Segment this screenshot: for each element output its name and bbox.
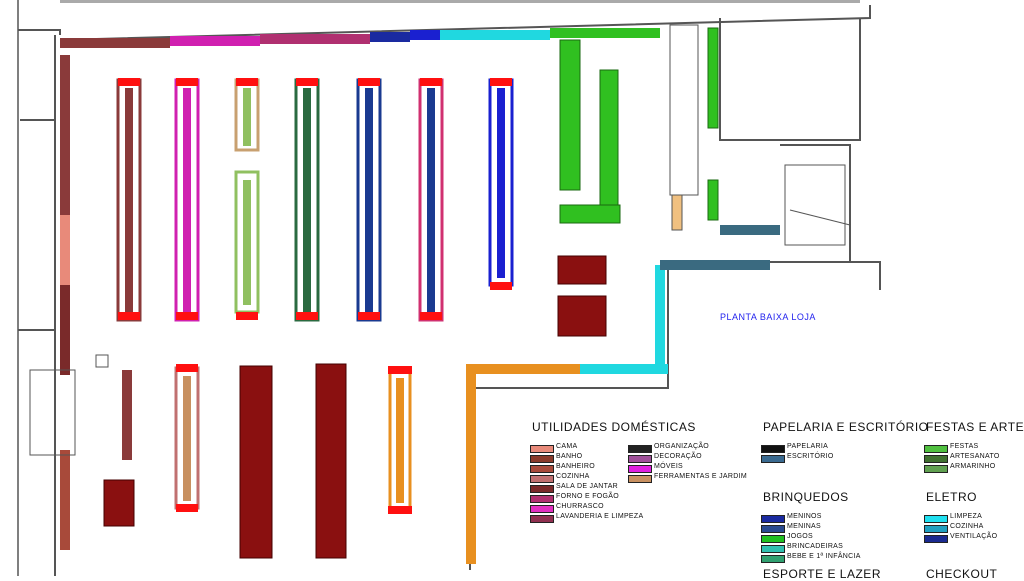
legend-item-label: MÓVEIS — [654, 463, 684, 470]
walls — [17, 0, 881, 576]
legend-swatch — [761, 525, 785, 533]
legend-item-label: DECORAÇÃO — [654, 453, 702, 460]
legend-swatch — [628, 465, 652, 473]
legend-title-utilidades: UTILIDADES DOMÉSTICAS — [532, 420, 696, 434]
legend-swatch — [761, 535, 785, 543]
left-perimeter-shelf — [60, 55, 132, 550]
legend-title-papelaria: PAPELARIA E ESCRITÓRIO — [763, 420, 929, 434]
legend-swatch — [761, 515, 785, 523]
legend-item-label: MENINOS — [787, 513, 822, 520]
legend-item-label: CHURRASCO — [556, 503, 604, 510]
legend-swatch — [924, 515, 948, 523]
legend-item-label: CAMA — [556, 443, 578, 450]
legend-title-esporte: ESPORTE E LAZER — [763, 567, 881, 581]
legend-swatch — [761, 445, 785, 453]
legend-swatch — [530, 465, 554, 473]
legend-item-label: SALA DE JANTAR — [556, 483, 619, 490]
legend-item-label: COZINHA — [950, 523, 984, 530]
legend-item-label: FESTAS — [950, 443, 979, 450]
legend-item-label: VENTILAÇÃO — [950, 533, 998, 540]
legend-swatch — [530, 475, 554, 483]
legend-swatch — [530, 505, 554, 513]
legend-item-label: JOGOS — [787, 533, 814, 540]
top-perimeter-shelf — [60, 28, 660, 48]
legend-swatch — [924, 535, 948, 543]
legend-swatch — [530, 455, 554, 463]
legend-title-eletro: ELETRO — [926, 490, 978, 504]
legend-swatch — [530, 515, 554, 523]
legend-item-label: BEBE E 1ª INFÂNCIA — [787, 553, 861, 560]
legend-swatch — [530, 445, 554, 453]
legend-item-label: BANHO — [556, 453, 583, 460]
legend-item-label: ARMARINHO — [950, 463, 996, 470]
floor-stacks — [103, 255, 607, 559]
legend-item-label: FERRAMENTAS E JARDIM — [654, 473, 747, 480]
legend-title-checkout: CHECKOUT — [926, 567, 998, 581]
legend-swatch — [628, 475, 652, 483]
legend-item-label: LAVANDERIA E LIMPEZA — [556, 513, 644, 520]
legend-title-brinquedos: BRINQUEDOS — [763, 490, 849, 504]
legend-swatch — [924, 445, 948, 453]
legend-swatch — [761, 555, 785, 563]
legend-item-label: PAPELARIA — [787, 443, 829, 450]
legend-swatch — [761, 545, 785, 553]
legend-swatch — [628, 455, 652, 463]
legend-item-label: MENINAS — [787, 523, 821, 530]
legend-item-label: ORGANIZAÇÃO — [654, 443, 710, 450]
legend-swatch — [924, 465, 948, 473]
legend-item-label: COZINHA — [556, 473, 590, 480]
legend-item-label: ARTESANATO — [950, 453, 1000, 460]
green-displays — [559, 27, 719, 224]
lower-perimeter-shelf — [466, 225, 780, 564]
plan-title: PLANTA BAIXA LOJA — [720, 312, 816, 322]
legend-swatch — [761, 455, 785, 463]
gondolas — [116, 78, 514, 514]
legend-swatch — [530, 495, 554, 503]
legend-swatch — [924, 525, 948, 533]
legend-item-label: FORNO E FOGÃO — [556, 493, 620, 500]
legend-title-festas: FESTAS E ARTESA — [926, 420, 1024, 434]
legend-swatch — [628, 445, 652, 453]
legend-swatch — [530, 485, 554, 493]
right-fixtures — [29, 24, 851, 456]
legend-item-label: ESCRITÓRIO — [787, 453, 834, 460]
legend-swatch — [924, 455, 948, 463]
legend-item-label: BANHEIRO — [556, 463, 595, 470]
legend-item-label: LIMPEZA — [950, 513, 983, 520]
legend-item-label: BRINCADEIRAS — [787, 543, 844, 550]
